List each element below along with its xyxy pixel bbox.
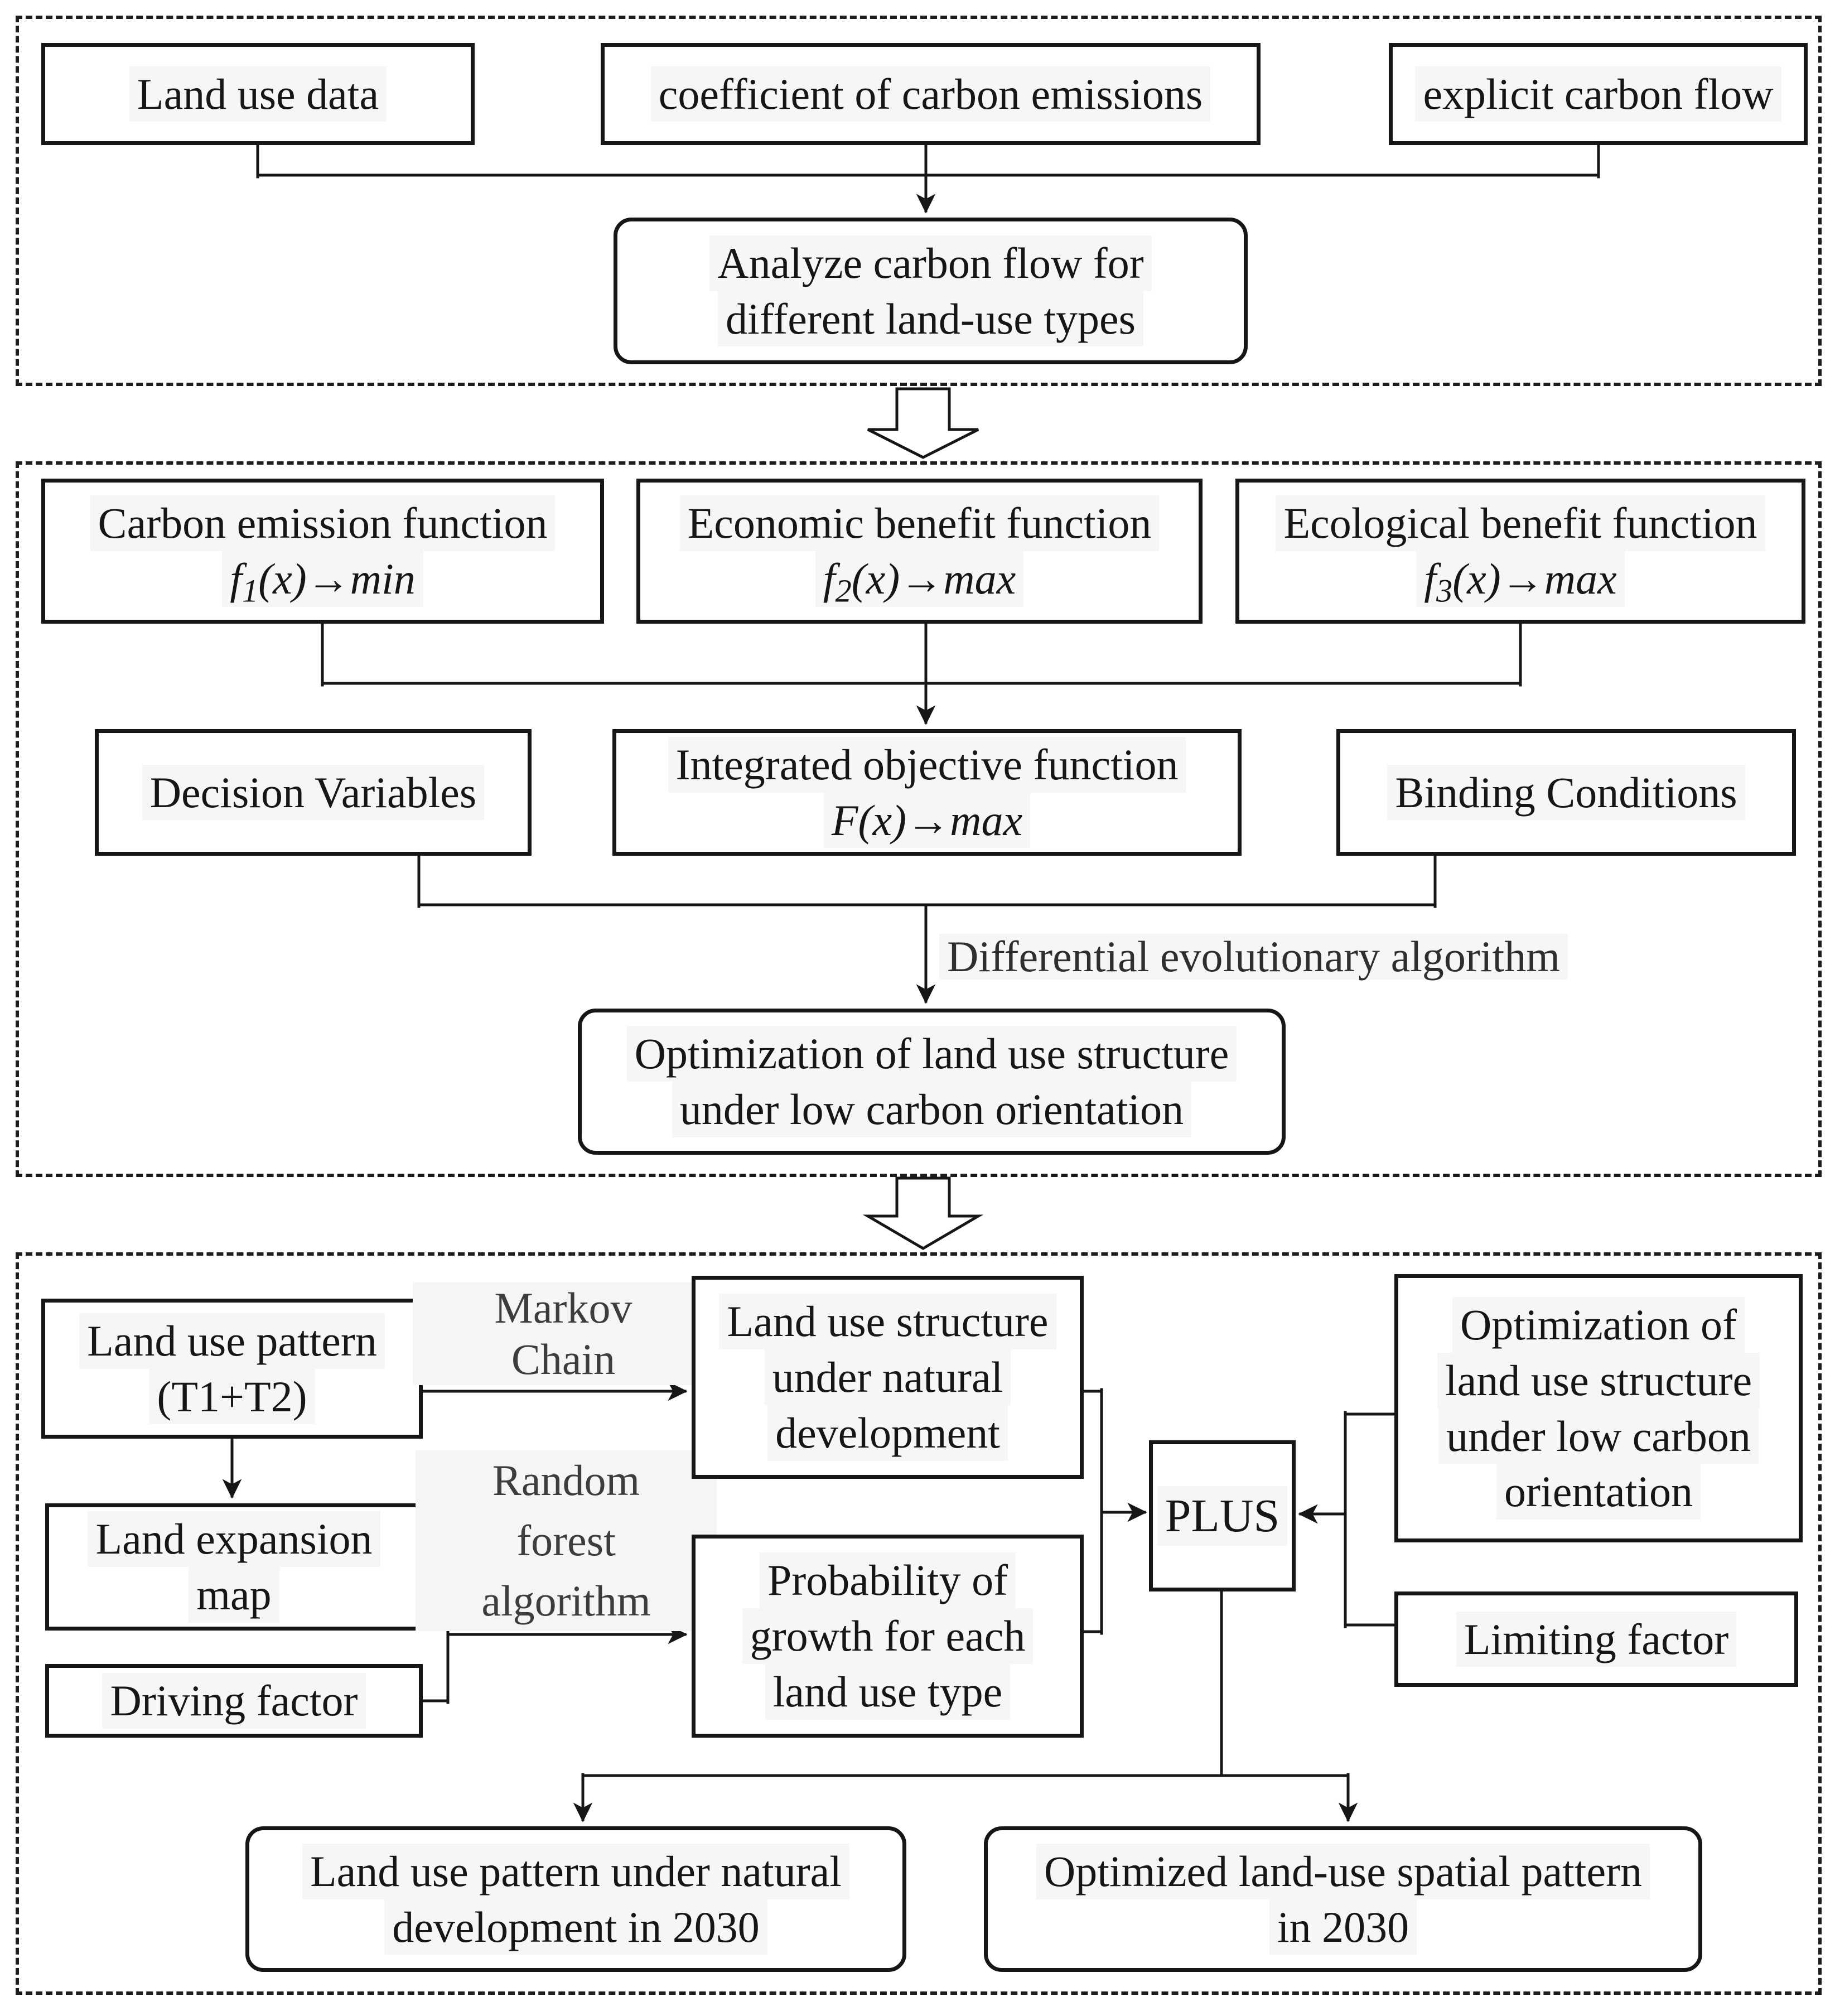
ecological-fn-formula: f3(x)→max — [1416, 551, 1625, 609]
markov-line2: Chain — [413, 1334, 714, 1385]
rf-line3: algorithm — [416, 1571, 717, 1631]
section-optimization-model-frame — [16, 461, 1822, 1177]
box-economic-benefit-function: Economic benefit function f2(x)→max — [636, 479, 1203, 624]
box-limiting-factor: Limiting factor — [1394, 1591, 1798, 1687]
optimization-line1: Optimization of land use structure — [626, 1026, 1237, 1082]
box-analyze-carbon-flow: Analyze carbon flow for different land-u… — [614, 218, 1248, 364]
ecological-tail: (x)→max — [1452, 554, 1617, 603]
carbon-fn-title: Carbon emission function — [90, 495, 556, 551]
probability-line3: land use type — [765, 1663, 1011, 1720]
box-land-use-pattern-t1t2: Land use pattern (T1+T2) — [41, 1299, 423, 1439]
probability-line2: growth for each — [742, 1608, 1034, 1664]
label-differential-evolutionary-algorithm: Differential evolutionary algorithm — [939, 934, 1568, 980]
explicit-flow-label: explicit carbon flow — [1415, 66, 1781, 122]
plus-label: PLUS — [1157, 1486, 1288, 1546]
label-markov-chain: Markov Chain — [413, 1282, 714, 1385]
down-block-arrow-icon-2 — [862, 1176, 984, 1250]
rf-line2: forest — [416, 1511, 717, 1571]
expansion-line1: Land expansion — [88, 1511, 380, 1567]
box-driving-factor: Driving factor — [45, 1664, 423, 1738]
box-probability-of-growth: Probability of growth for each land use … — [692, 1535, 1084, 1738]
box-natural-pattern-2030: Land use pattern under natural developme… — [245, 1826, 906, 1972]
section2-connectors — [321, 622, 1522, 1004]
pattern-line1: Land use pattern — [79, 1313, 385, 1369]
limiting-factor-label: Limiting factor — [1456, 1611, 1737, 1667]
box-decision-variables: Decision Variables — [95, 729, 532, 856]
coefficient-label: coefficient of carbon emissions — [650, 66, 1211, 122]
de-label-text: Differential evolutionary algorithm — [939, 934, 1568, 980]
natural2030-line1: Land use pattern under natural — [302, 1843, 849, 1899]
box-binding-conditions: Binding Conditions — [1336, 729, 1796, 856]
integrated-fn-formula: F(x)→max — [823, 792, 1031, 848]
ecological-sub: 3 — [1436, 572, 1453, 609]
box-land-expansion-map: Land expansion map — [45, 1503, 423, 1631]
box-optimized-pattern-2030: Optimized land-use spatial pattern in 20… — [984, 1826, 1702, 1972]
section3-connectors — [222, 1381, 1396, 1822]
box-plus-model: PLUS — [1149, 1440, 1296, 1591]
optimization-line2: under low carbon orientation — [672, 1082, 1192, 1137]
analyze-line2: different land-use types — [718, 291, 1143, 347]
probability-line1: Probability of — [759, 1552, 1016, 1609]
label-random-forest-algorithm: Random forest algorithm — [416, 1450, 717, 1631]
lowcarbon-line2: land use structure — [1437, 1352, 1760, 1409]
integrated-fn-title: Integrated objective function — [668, 736, 1186, 793]
box-land-use-data: Land use data — [41, 43, 475, 145]
land-use-data-label: Land use data — [129, 66, 387, 122]
natural-line3: development — [767, 1405, 1008, 1461]
analyze-line1: Analyze carbon flow for — [709, 235, 1152, 291]
box-coefficient-carbon-emissions: coefficient of carbon emissions — [601, 43, 1261, 145]
economic-fn-formula: f2(x)→max — [815, 551, 1024, 609]
integrated-formula-text: F(x)→max — [831, 795, 1023, 845]
carbon-fn-formula: f1(x)→min — [222, 551, 423, 607]
ecological-f: f — [1424, 554, 1436, 603]
natural-line2: under natural — [764, 1349, 1011, 1405]
box-ecological-benefit-function: Ecological benefit function f3(x)→max — [1235, 479, 1805, 624]
carbon-tail: (x)→min — [258, 554, 416, 603]
pattern-line2: (T1+T2) — [149, 1368, 315, 1425]
economic-sub: 2 — [835, 572, 852, 609]
natural-line1: Land use structure — [719, 1294, 1056, 1350]
box-land-use-structure-natural: Land use structure under natural develop… — [692, 1276, 1084, 1479]
rf-line1: Random — [416, 1450, 717, 1511]
driving-factor-label: Driving factor — [102, 1673, 366, 1729]
carbon-sub: 1 — [242, 572, 259, 609]
section-divider-arrows — [862, 387, 984, 1250]
optimized2030-line2: in 2030 — [1269, 1899, 1417, 1955]
markov-line1: Markov — [413, 1282, 714, 1334]
section-plus-simulation-frame — [16, 1252, 1822, 1995]
economic-fn-title: Economic benefit function — [679, 495, 1160, 551]
section1-connectors — [256, 143, 1600, 214]
down-block-arrow-icon-1 — [867, 387, 979, 459]
box-carbon-emission-function: Carbon emission function f1(x)→min — [41, 479, 604, 624]
optimized2030-line1: Optimized land-use spatial pattern — [1036, 1843, 1650, 1899]
economic-f: f — [823, 554, 836, 603]
decision-variables-label: Decision Variables — [142, 764, 485, 821]
binding-conditions-label: Binding Conditions — [1387, 764, 1745, 821]
box-optimization-structure-input: Optimization of land use structure under… — [1394, 1274, 1803, 1542]
box-integrated-objective-function: Integrated objective function F(x)→max — [612, 729, 1242, 856]
expansion-line2: map — [189, 1567, 279, 1623]
lowcarbon-line4: orientation — [1496, 1464, 1701, 1520]
lowcarbon-line1: Optimization of — [1452, 1296, 1745, 1353]
ecological-fn-title: Ecological benefit function — [1276, 495, 1765, 551]
box-optimization-low-carbon: Optimization of land use structure under… — [578, 1009, 1286, 1155]
natural2030-line2: development in 2030 — [384, 1899, 767, 1955]
lowcarbon-line3: under low carbon — [1438, 1408, 1759, 1464]
carbon-f: f — [230, 554, 242, 603]
section-data-inputs-frame — [16, 16, 1822, 386]
box-explicit-carbon-flow: explicit carbon flow — [1389, 43, 1808, 145]
economic-tail: (x)→max — [851, 554, 1016, 603]
